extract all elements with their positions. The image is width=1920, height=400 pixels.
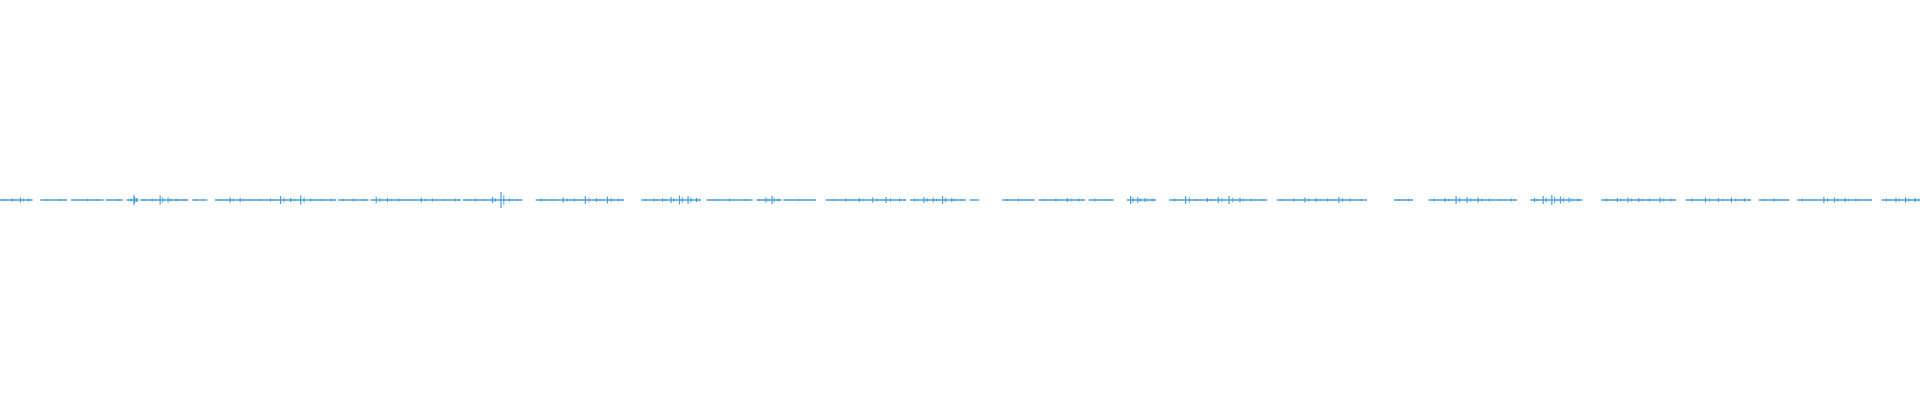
waveform-segment <box>1530 195 1583 205</box>
waveform-segment <box>756 196 782 204</box>
waveform-segment <box>535 196 624 204</box>
waveform-segment <box>1002 198 1035 202</box>
waveform-segment <box>192 199 208 201</box>
waveform-segment <box>1797 197 1872 203</box>
waveform-segment <box>641 195 701 205</box>
waveform-segment <box>706 198 753 202</box>
waveform-segment <box>126 195 139 205</box>
waveform-segment <box>1428 196 1517 204</box>
waveform-segment <box>1169 196 1268 204</box>
waveform-segment <box>1685 197 1752 203</box>
waveform-segment <box>140 195 189 205</box>
waveform-segment <box>1393 198 1414 202</box>
waveform-segment <box>40 199 68 201</box>
waveform-segment <box>1088 198 1114 202</box>
waveform-segment <box>1758 198 1790 202</box>
waveform-segment <box>1127 196 1156 204</box>
waveform-segment <box>1601 197 1677 203</box>
waveform-segment <box>1038 198 1085 202</box>
waveform-segment <box>71 198 104 202</box>
waveform-segment <box>1881 197 1920 203</box>
waveform-segment <box>969 199 980 201</box>
waveform-segment <box>0 197 33 203</box>
waveform-segment <box>215 195 336 205</box>
waveform-segment <box>825 197 907 203</box>
waveform-segment <box>337 198 369 202</box>
waveform-segment <box>462 192 523 208</box>
waveform-segment <box>1276 197 1368 203</box>
waveform-segment <box>370 197 461 203</box>
waveform-segment <box>783 199 816 201</box>
waveform-segment <box>105 199 123 201</box>
waveform-segment <box>910 196 966 204</box>
